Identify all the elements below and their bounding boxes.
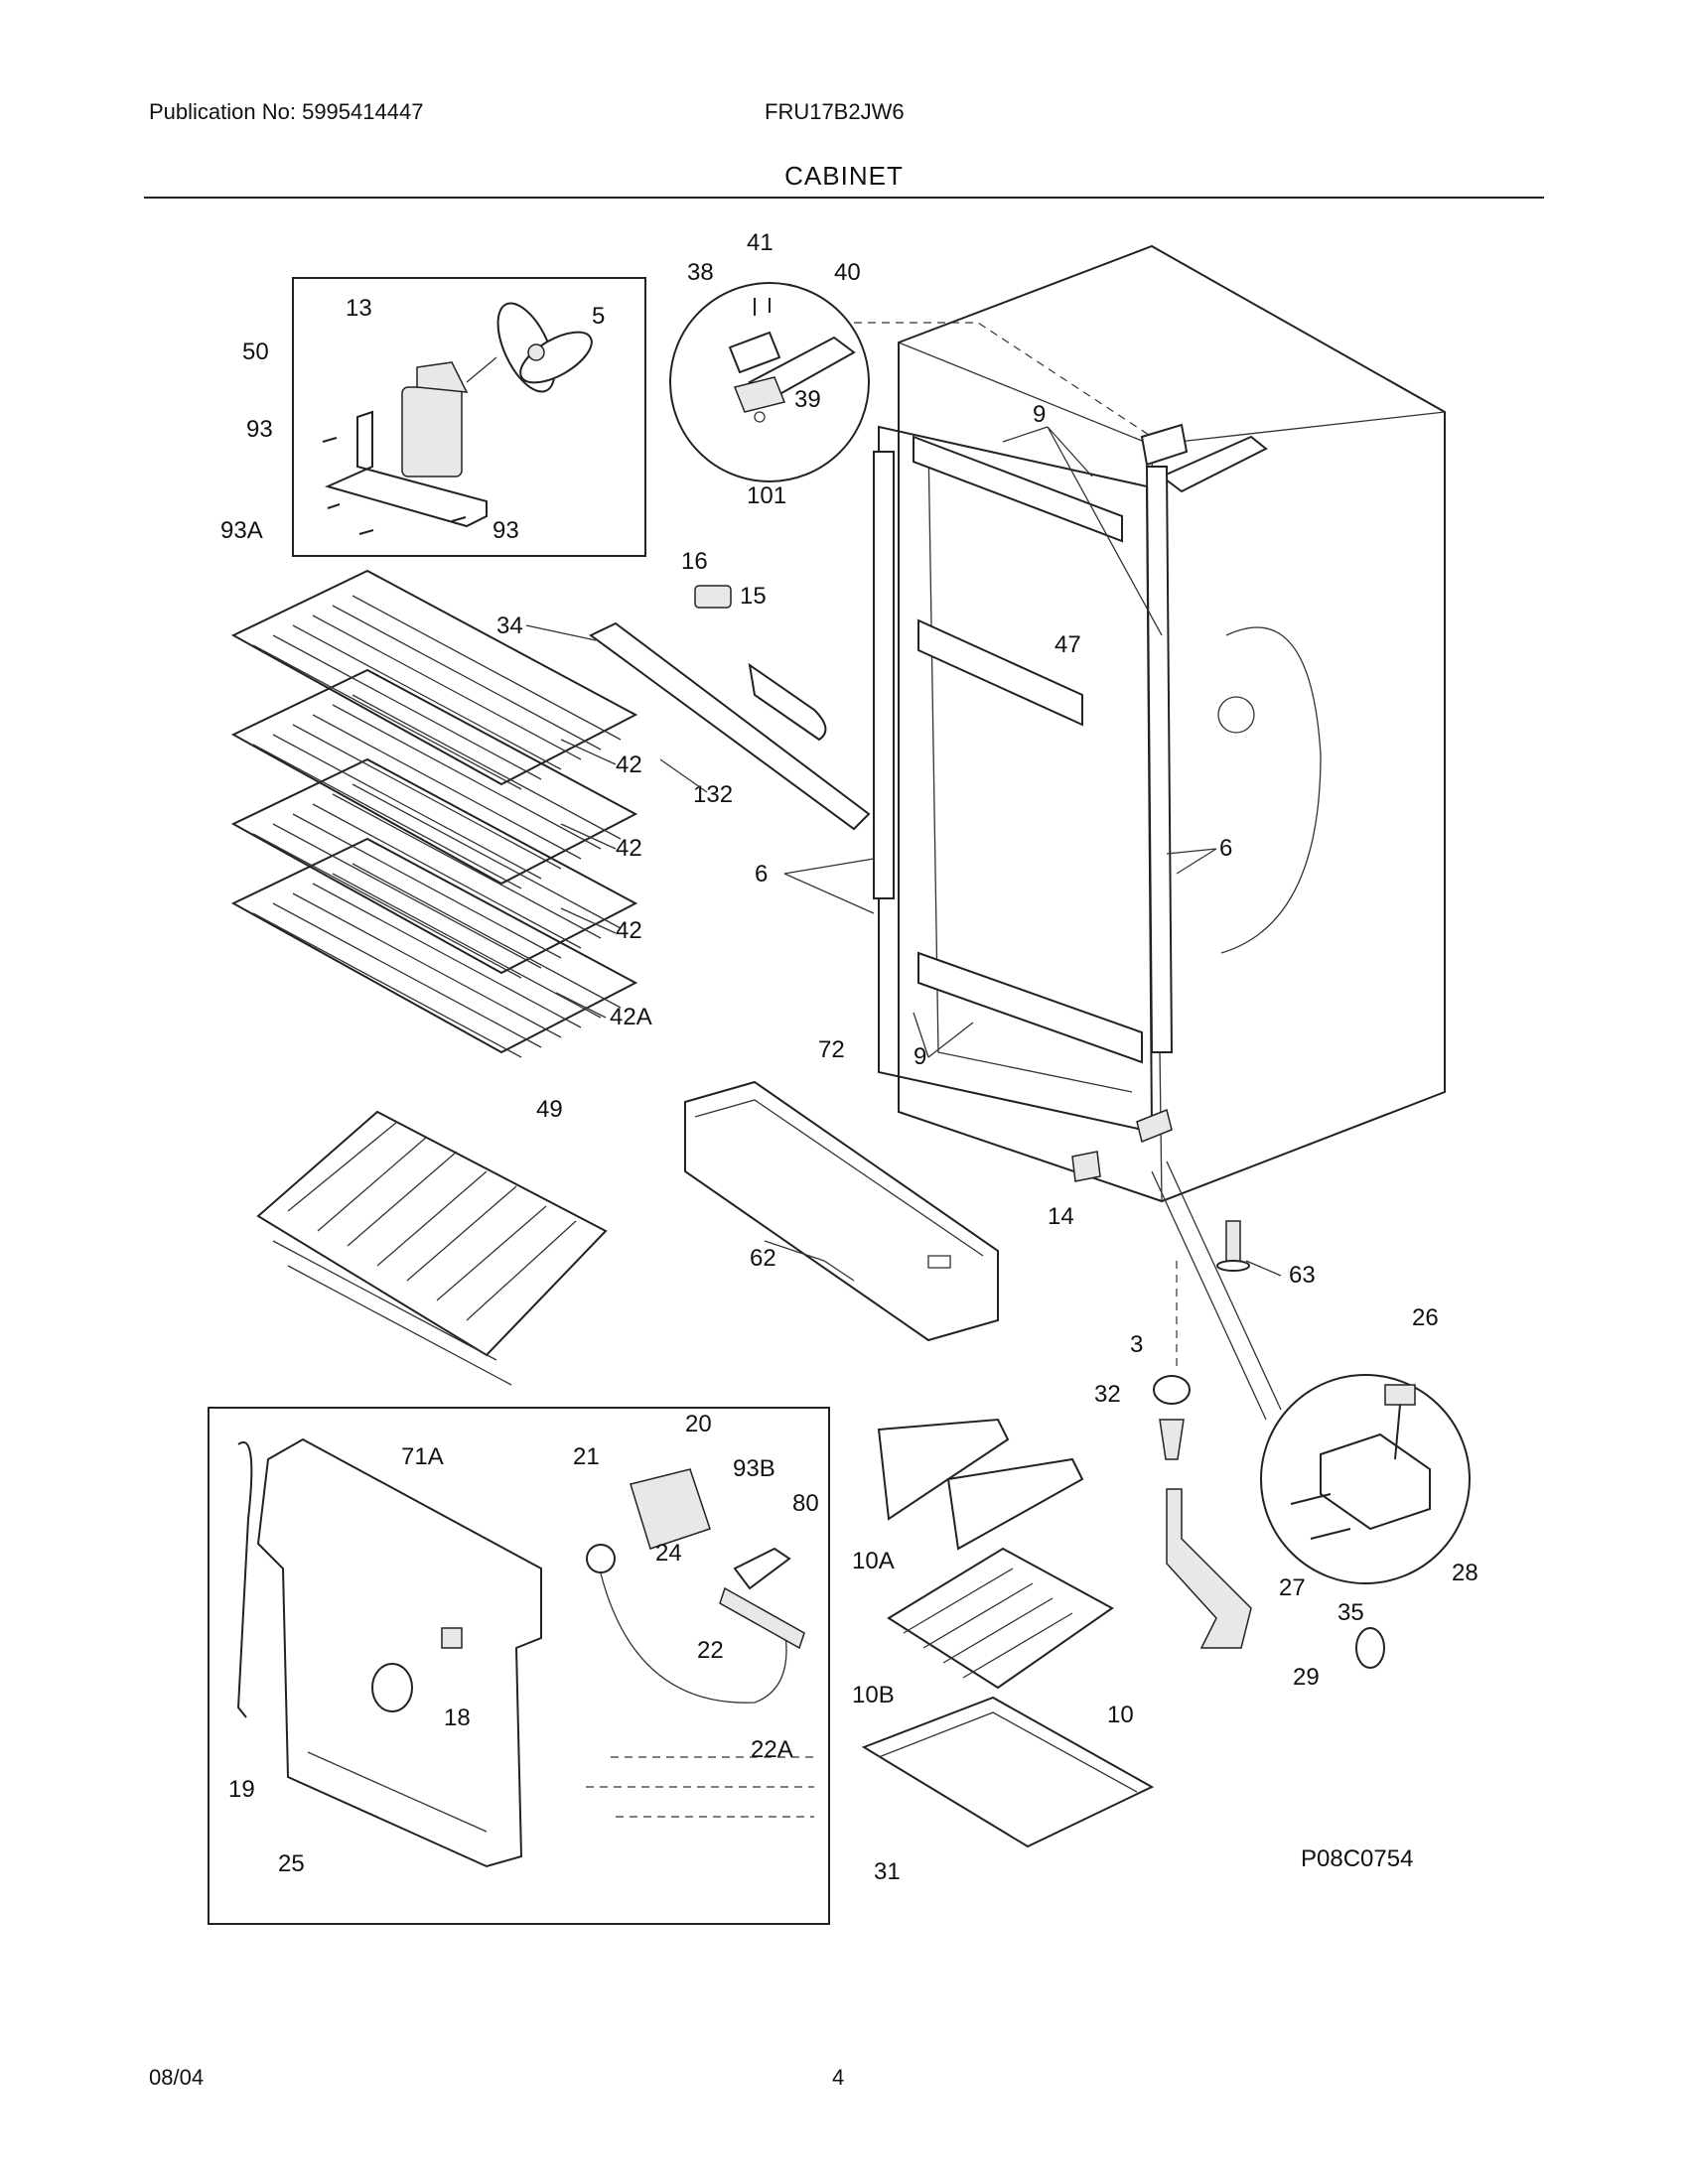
callout-24: 24 <box>655 1540 682 1567</box>
callout-34: 34 <box>496 613 523 639</box>
callout-10A: 10A <box>852 1548 895 1574</box>
figure-code: P08C0754 <box>1301 1845 1413 1872</box>
drain-pan-inset <box>208 1407 830 1925</box>
callout-14: 14 <box>1048 1203 1074 1230</box>
toe-grille <box>684 1080 999 1342</box>
publication-number: Publication No: 5995414447 <box>149 99 424 124</box>
leader-lines <box>525 426 1282 1282</box>
callout-42-a: 42 <box>616 751 642 778</box>
callout-21: 21 <box>573 1443 600 1470</box>
callout-5: 5 <box>592 303 605 330</box>
callout-10B: 10B <box>852 1682 895 1708</box>
callout-32: 32 <box>1094 1381 1121 1408</box>
callout-50: 50 <box>242 339 269 365</box>
callout-22A: 22A <box>751 1736 793 1763</box>
callout-93A: 93A <box>220 517 263 544</box>
drain-parts <box>1153 1220 1385 1669</box>
callout-27: 27 <box>1279 1574 1306 1601</box>
freezer-basket <box>256 1110 608 1386</box>
callout-63: 63 <box>1289 1262 1316 1289</box>
callout-42-c: 42 <box>616 917 642 944</box>
footer-date: 08/04 <box>149 2065 205 2090</box>
callout-93-upper: 93 <box>246 416 273 443</box>
callout-101: 101 <box>747 482 786 509</box>
callout-42-b: 42 <box>616 835 642 862</box>
callout-38: 38 <box>687 259 714 286</box>
callout-39: 39 <box>794 386 821 413</box>
fan-motor-inset <box>292 277 646 557</box>
callout-47: 47 <box>1055 631 1081 658</box>
callout-72: 72 <box>818 1036 845 1063</box>
callout-9-upper: 9 <box>1033 401 1046 428</box>
callout-49: 49 <box>536 1096 563 1123</box>
callout-93-lower: 93 <box>492 517 519 544</box>
model-number: FRU17B2JW6 <box>765 99 905 124</box>
light-shield-and-bulb <box>589 585 871 831</box>
callout-6-left: 6 <box>755 861 768 887</box>
callout-13: 13 <box>346 295 372 322</box>
section-title: CABINET <box>784 161 904 191</box>
callout-41: 41 <box>747 229 774 256</box>
callout-132: 132 <box>693 781 733 808</box>
callout-31: 31 <box>874 1858 901 1885</box>
callout-16: 16 <box>681 548 708 575</box>
callout-20: 20 <box>685 1411 712 1437</box>
page-number: 4 <box>832 2065 845 2090</box>
callout-29: 29 <box>1293 1664 1320 1691</box>
callout-26: 26 <box>1412 1304 1439 1331</box>
callout-18: 18 <box>444 1705 471 1731</box>
callout-62: 62 <box>750 1245 776 1272</box>
callout-42A: 42A <box>610 1004 652 1030</box>
part-callouts: 41 38 40 39 101 13 5 50 93 93 93A 9 9 16… <box>220 229 1478 1885</box>
callout-28: 28 <box>1452 1560 1478 1586</box>
callout-35: 35 <box>1337 1599 1364 1626</box>
callout-25: 25 <box>278 1850 305 1877</box>
condensate-pan-and-heater <box>861 1418 1155 1848</box>
header-rule <box>144 197 1544 199</box>
callout-6-right: 6 <box>1219 835 1232 862</box>
hinge-detail-circle <box>669 282 870 482</box>
callout-71A: 71A <box>401 1443 444 1470</box>
callout-10: 10 <box>1107 1702 1134 1728</box>
callout-9-lower: 9 <box>914 1043 926 1070</box>
callout-22: 22 <box>697 1637 724 1664</box>
leveling-bracket-detail <box>1151 1160 1471 1584</box>
wire-shelves <box>230 569 638 1058</box>
callout-15: 15 <box>740 583 767 610</box>
callout-3: 3 <box>1130 1331 1143 1358</box>
callout-93B: 93B <box>733 1455 775 1482</box>
callout-80: 80 <box>792 1490 819 1517</box>
callout-40: 40 <box>834 259 861 286</box>
callout-19: 19 <box>228 1776 255 1803</box>
cabinet-body <box>854 244 1446 1203</box>
